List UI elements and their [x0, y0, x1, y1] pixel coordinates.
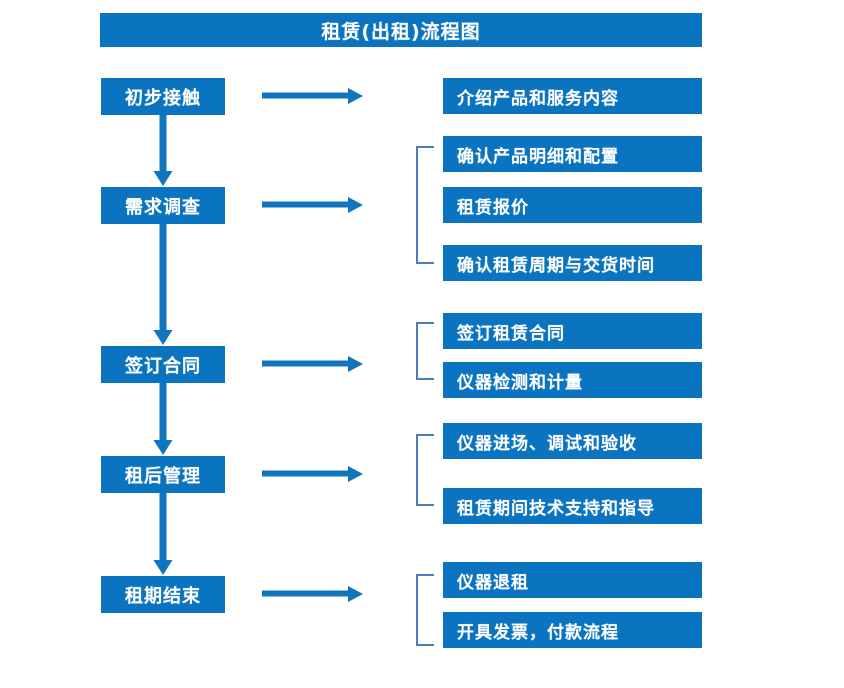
right-arrow-icon-2 [262, 196, 364, 214]
stage-box-3[interactable]: 签订合同 [101, 346, 225, 383]
right-arrow-icon-5 [262, 585, 364, 603]
detail-box-4[interactable]: 确认租赁周期与交货时间 [443, 245, 702, 281]
down-arrow-icon-2 [152, 224, 174, 346]
stage-box-4[interactable]: 租后管理 [101, 456, 225, 493]
group-bracket-icon-2 [416, 322, 434, 380]
stage-box-2[interactable]: 需求调查 [101, 187, 225, 224]
right-arrow-icon-4 [262, 465, 364, 483]
right-arrow-icon-1 [262, 87, 364, 105]
detail-box-9[interactable]: 仪器退租 [443, 562, 702, 598]
detail-box-10[interactable]: 开具发票，付款流程 [443, 612, 702, 648]
stage-box-5[interactable]: 租期结束 [101, 576, 225, 613]
down-arrow-icon-1 [152, 115, 174, 187]
group-bracket-icon-1 [416, 146, 434, 264]
down-arrow-icon-3 [152, 383, 174, 456]
page-title: 租赁(出租)流程图 [100, 13, 702, 47]
group-bracket-icon-4 [416, 574, 434, 646]
right-arrow-icon-3 [262, 355, 364, 373]
detail-box-1[interactable]: 介绍产品和服务内容 [443, 78, 702, 114]
group-bracket-icon-3 [416, 434, 434, 506]
detail-box-2[interactable]: 确认产品明细和配置 [443, 136, 702, 172]
detail-box-5[interactable]: 签订租赁合同 [443, 313, 702, 349]
detail-box-8[interactable]: 租赁期间技术支持和指导 [443, 488, 702, 524]
detail-box-3[interactable]: 租赁报价 [443, 187, 702, 223]
down-arrow-icon-4 [152, 493, 174, 576]
stage-box-1[interactable]: 初步接触 [101, 78, 225, 115]
detail-box-7[interactable]: 仪器进场、调试和验收 [443, 423, 702, 459]
detail-box-6[interactable]: 仪器检测和计量 [443, 362, 702, 398]
